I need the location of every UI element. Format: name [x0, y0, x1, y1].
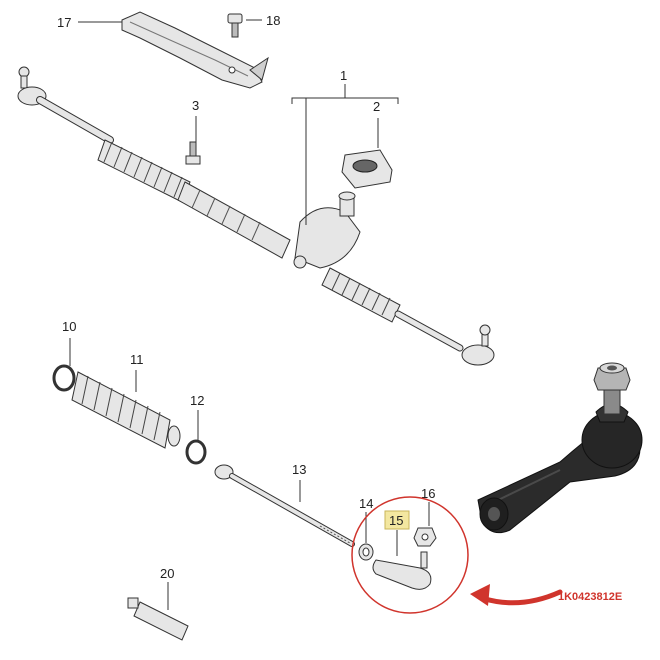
- callout-2: 2: [373, 99, 380, 114]
- part-10-clamp: [52, 364, 76, 392]
- pointer-arrow: [470, 584, 563, 606]
- callout-15-highlight: [384, 510, 410, 530]
- part-18-screw: [227, 13, 243, 38]
- part-20-grease-tube: [127, 597, 189, 641]
- callout-1: 1: [340, 68, 347, 83]
- part-2-mount-bushing: [341, 149, 393, 189]
- callout-10: 10: [62, 319, 76, 334]
- part-13-tie-rod: [214, 464, 355, 547]
- callout-14: 14: [359, 496, 373, 511]
- part-15-tie-rod-end: [372, 551, 432, 590]
- callout-12: 12: [190, 393, 204, 408]
- part-1-steering-rack: [17, 66, 495, 366]
- part-number: 1K0423812E: [558, 591, 622, 603]
- part-14-lock-nut: [358, 543, 374, 561]
- part-16-nut: [413, 527, 437, 547]
- callout-20: 20: [160, 566, 174, 581]
- callout-3: 3: [192, 98, 199, 113]
- callout-11: 11: [130, 352, 144, 367]
- callout-17: 17: [57, 15, 71, 30]
- part-11-boot: [71, 371, 181, 449]
- callout-15: 15: [389, 513, 403, 528]
- highlight-circle: [351, 496, 469, 614]
- callout-16: 16: [421, 486, 435, 501]
- callout-18: 18: [266, 13, 280, 28]
- part-3-bolt: [185, 141, 201, 165]
- callout-13: 13: [292, 462, 306, 477]
- part-17-heat-shield: [121, 11, 269, 89]
- product-photo-tie-rod-end: [477, 362, 643, 534]
- part-12-clip: [185, 439, 207, 465]
